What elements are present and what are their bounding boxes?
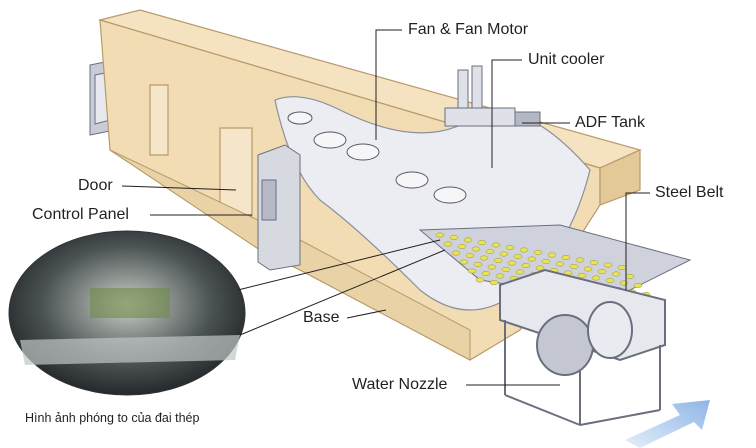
belt-product-dot [577,273,587,278]
belt-product-dot [611,271,621,277]
belt-product-dot [485,249,495,254]
label-water-nozzle: Water Nozzle [352,376,448,393]
belt-product-dot [465,253,475,258]
belt-product-dot [617,265,627,270]
label-base: Base [303,309,340,326]
belt-product-dot [479,255,489,261]
belt-product-dot [475,277,485,283]
belt-product-dot [495,273,505,279]
belt-product-dot [459,259,469,265]
belt-product-dot [457,244,467,249]
fans [287,111,467,204]
label-control-panel: Control Panel [32,206,129,223]
belt-product-dot [633,283,643,288]
label-adf-tank: ADF Tank [575,114,645,131]
belt-product-dot [473,262,483,267]
belt-product-dot [535,265,545,271]
belt-product-dot [463,237,473,243]
belt-product-dot [605,278,615,283]
belt-product-dot [443,241,453,247]
belt-product-dot [521,263,531,268]
belt-product-dot [499,251,509,257]
belt-product-dot [625,274,635,279]
label-steel-belt: Steel Belt [655,184,724,201]
belt-product-dot [583,266,593,272]
belt-product-dot [547,252,557,258]
leader-lines [121,29,650,386]
belt-product-dot [515,269,525,275]
label-door: Door [78,177,113,194]
belt-product-dot [619,280,629,286]
belt-product-dot [451,250,461,256]
belt-product-dot [589,260,599,265]
belt-product-dot [555,261,565,267]
belt-product-dot [501,267,511,272]
belt-product-dot [489,280,499,285]
control-panel-cabinet [257,144,301,271]
belt-closeup-inset [8,230,246,396]
belt-product-dot [471,246,481,252]
inset-caption: Hình ảnh phóng to của đai thép [25,411,200,425]
conveyor-end-frame [499,268,666,426]
belt-product-dot [591,275,601,281]
label-unit-cooler: Unit cooler [528,51,605,68]
belt-product-dot [493,258,503,263]
belt-product-dot [575,257,585,263]
label-fan-motor: Fan & Fan Motor [408,21,529,38]
belt-product-dot [505,245,515,250]
belt-product-dot [467,268,477,274]
belt-product-dot [435,232,445,238]
belt-product-dot [491,242,501,248]
belt-product-dot [569,264,579,269]
belt-product-dot [541,259,551,264]
belt-product-dot [597,269,607,274]
belt-product-dot [507,260,517,266]
belt-product-dot [603,262,613,268]
belt-product-dot [477,240,487,245]
belt-product-dot [533,250,543,255]
belt-product-dot [449,235,459,240]
belt-product-dot [513,254,523,259]
belt-product-dot [481,271,491,276]
belt-product-dot [527,256,537,262]
belt-product-dot [487,264,497,270]
belt-product-dot [561,255,571,260]
belt-product-dot [519,247,529,253]
direction-arrow [625,400,710,448]
